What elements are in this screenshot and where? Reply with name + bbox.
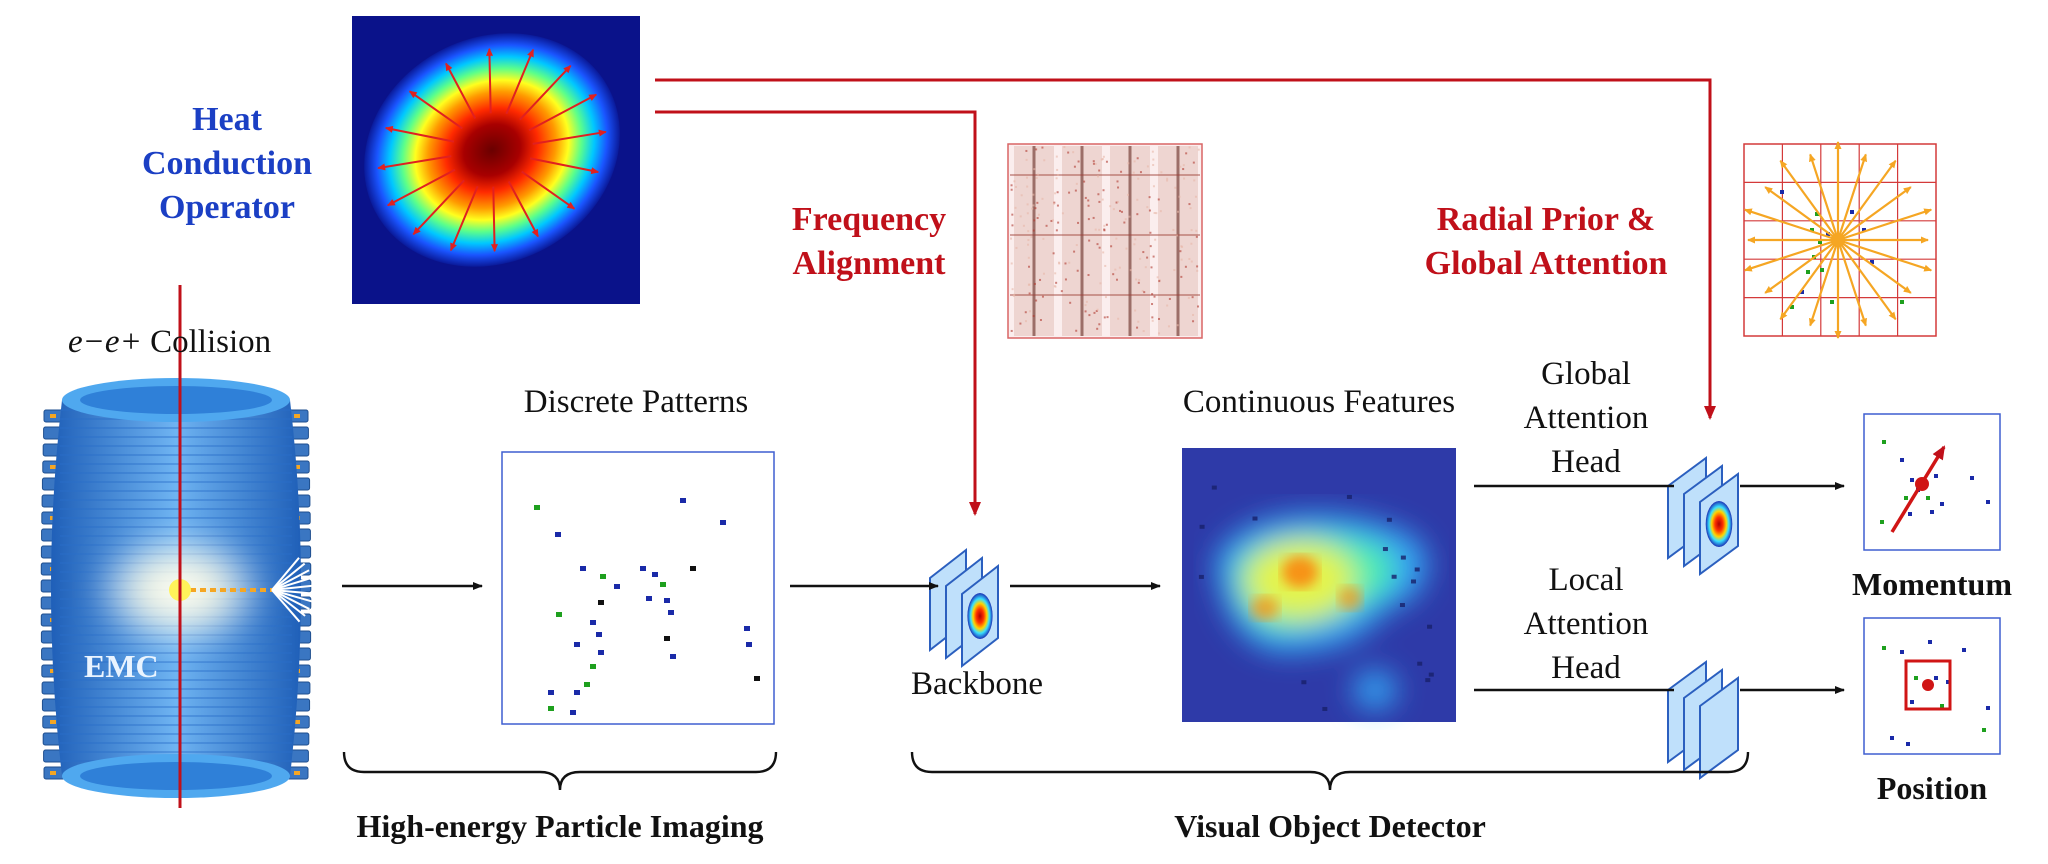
momentum-result-image [1863, 413, 2001, 551]
freq-label-line2: Alignment [792, 245, 946, 282]
position-result-image [1863, 617, 2001, 755]
discrete-patterns-label: Discrete Patterns [523, 384, 749, 420]
frequency-spectrum-image [1007, 143, 1203, 339]
local-label-line2: Attention [1523, 606, 1649, 642]
radial-ray [1779, 159, 1839, 241]
radial-ray [1836, 239, 1867, 327]
collision-particles: e−e+ [68, 324, 142, 360]
radial-ray [1809, 153, 1840, 241]
heat-flow-arrow [412, 179, 465, 236]
radial-prior-label: Radial Prior & Global Attention [1425, 198, 1668, 286]
backbone-feature-maps [929, 547, 999, 669]
heat-flow-arrow [408, 90, 463, 130]
freq-label-line1: Frequency [791, 201, 947, 238]
heat-flow-arrow [505, 48, 535, 115]
radial-ray [1837, 239, 1897, 321]
emc-detector [40, 285, 314, 808]
heat-flow-arrow [529, 157, 600, 175]
heat-label-line1: Heat [192, 101, 262, 138]
radial-ray [1743, 208, 1839, 242]
radial-ray [1764, 186, 1839, 241]
local-label-line1: Local [1548, 562, 1624, 598]
local-attention-head-stack [1667, 660, 1739, 780]
brace-left [342, 751, 778, 791]
radial-label-line2: Global Attention [1424, 245, 1668, 282]
radial-ray [1779, 239, 1839, 321]
radial-ray [1837, 239, 1912, 294]
heat-label-line3: Operator [159, 189, 295, 226]
heat-flow-arrow [521, 170, 576, 210]
heat-label-line2: Conduction [141, 145, 313, 182]
backbone-label: Backbone [911, 666, 1043, 702]
radial-ray [1764, 239, 1839, 294]
heat-flow-arrow [445, 62, 477, 119]
continuous-features-label: Continuous Features [1182, 384, 1456, 420]
group-label-particle-imaging: High-energy Particle Imaging [356, 808, 764, 844]
heat-flow-arrow [377, 155, 452, 171]
heat-flow-arrow [528, 93, 598, 132]
heat-flow-arrow [449, 185, 479, 252]
global-label-line2: Attention [1523, 400, 1649, 436]
collision-word: Collision [150, 324, 272, 360]
position-label: Position [1876, 770, 1988, 806]
radial-ray [1743, 238, 1839, 272]
radial-ray [1836, 153, 1867, 241]
discrete-pattern-image [501, 451, 775, 725]
frequency-alignment-label: Frequency Alignment [792, 198, 946, 286]
heat-conduction-label: Heat Conduction Operator [142, 98, 312, 230]
brace-right [910, 751, 1750, 791]
global-attention-head-stack [1667, 456, 1739, 576]
local-attention-head-label: Local Attention Head [1524, 558, 1649, 690]
heat-flow-arrow [490, 186, 498, 253]
radial-prior-image [1743, 141, 1937, 339]
emc-label: EMC [84, 648, 159, 684]
heat-flow-arrow [486, 47, 494, 114]
heat-flow-arrow [532, 129, 607, 145]
flow-arrows [342, 482, 1845, 694]
heat-conduction-image [352, 16, 640, 304]
heat-flow-arrow [519, 64, 572, 121]
radial-ray [1837, 159, 1897, 241]
local-label-line3: Head [1551, 650, 1621, 686]
heat-flow-arrow [507, 181, 539, 238]
collision-label: e−e+ Collision [68, 320, 271, 364]
radial-label-line1: Radial Prior & [1436, 201, 1656, 238]
radial-ray [1837, 186, 1912, 241]
radial-ray [1809, 239, 1840, 327]
global-label-line3: Head [1551, 444, 1621, 480]
momentum-label: Momentum [1852, 566, 2012, 602]
global-attention-head-label: Global Attention Head [1524, 352, 1649, 484]
global-label-line1: Global [1541, 356, 1631, 392]
continuous-feature-image [1182, 448, 1456, 722]
radial-ray [1837, 238, 1933, 272]
heat-flow-arrow [384, 125, 455, 143]
radial-ray [1837, 208, 1933, 242]
group-label-object-detector: Visual Object Detector [1174, 808, 1486, 844]
heat-flow-arrow [386, 168, 456, 207]
